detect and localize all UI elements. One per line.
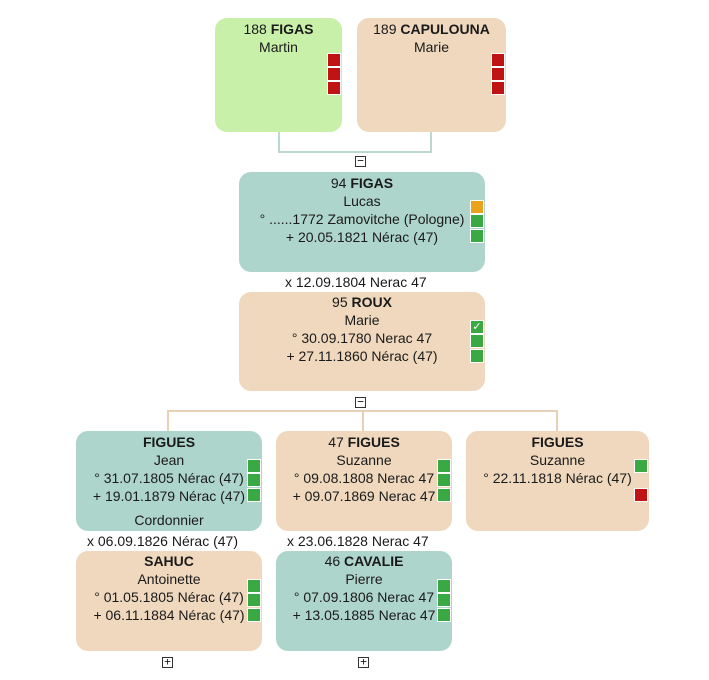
person-header: 47 FIGUES <box>276 433 452 451</box>
status-ok-icon[interactable] <box>247 579 261 593</box>
status-ok-icon[interactable] <box>470 214 484 228</box>
status-ok-icon[interactable] <box>437 473 451 487</box>
collapse-toggle-icon[interactable]: − <box>355 155 366 167</box>
connector-child2-up <box>362 410 364 431</box>
status-ok-icon[interactable] <box>437 593 451 607</box>
person-header: 46 CAVALIE <box>276 552 452 570</box>
person-header: 95 ROUX <box>239 293 485 311</box>
occupation: Cordonnier <box>134 512 204 528</box>
person-card-child-jean[interactable]: FIGUES Jean ° 31.07.1805 Nérac (47) + 19… <box>76 431 262 531</box>
status-ok-icon[interactable] <box>247 608 261 622</box>
status-ok-icon[interactable] <box>634 459 648 473</box>
person-header: SAHUC <box>76 552 262 570</box>
death-info: + 20.05.1821 Nérac (47) <box>285 229 439 245</box>
person-header: 188 FIGAS <box>215 20 342 38</box>
status-ok-icon[interactable] <box>437 579 451 593</box>
expand-toggle-icon[interactable]: + <box>358 656 369 668</box>
sosa-number: 94 <box>330 175 347 191</box>
given-name: Lucas <box>343 193 381 209</box>
given-name: Suzanne <box>336 452 392 468</box>
collapse-toggle-icon[interactable]: − <box>355 396 366 408</box>
status-ok-icon[interactable] <box>437 608 451 622</box>
expand-toggle-icon[interactable]: + <box>162 656 173 668</box>
person-header: 189 CAPULOUNA <box>357 20 506 38</box>
death-info: + 06.11.1884 Nérac (47) <box>93 607 245 623</box>
person-header: 94 FIGAS <box>239 174 485 192</box>
birth-info: ° 30.09.1780 Nerac 47 <box>291 330 433 346</box>
status-missing-icon[interactable] <box>327 81 341 95</box>
connector-child3-up <box>556 410 558 431</box>
death-info: + 13.05.1885 Nerac 47 <box>292 607 436 623</box>
status-ok-icon[interactable] <box>470 334 484 348</box>
surname: ROUX <box>351 294 392 310</box>
person-card-189[interactable]: 189 CAPULOUNA Marie <box>357 18 506 132</box>
person-card-46[interactable]: 46 CAVALIE Pierre ° 07.09.1806 Nerac 47 … <box>276 551 452 651</box>
person-card-47[interactable]: 47 FIGUES Suzanne ° 09.08.1808 Nerac 47 … <box>276 431 452 531</box>
birth-info: ° 09.08.1808 Nerac 47 <box>293 470 435 486</box>
status-verified-icon[interactable]: ✓ <box>470 320 484 334</box>
status-partial-icon[interactable] <box>470 200 484 214</box>
surname: FIGUES <box>531 434 584 450</box>
marriage-info: x 23.06.1828 Nerac 47 <box>287 533 429 549</box>
death-info: + 09.07.1869 Nerac 47 <box>292 488 436 504</box>
status-ok-icon[interactable] <box>247 459 261 473</box>
connector-189-down <box>430 132 432 152</box>
status-ok-icon[interactable] <box>470 349 484 363</box>
status-ok-icon[interactable] <box>247 473 261 487</box>
surname: CAVALIE <box>344 553 404 569</box>
marriage-info: x 06.09.1826 Nérac (47) <box>87 533 238 549</box>
status-ok-icon[interactable] <box>437 459 451 473</box>
death-info: + 27.11.1860 Nérac (47) <box>286 348 438 364</box>
sosa-number: 189 <box>373 21 397 37</box>
status-missing-icon[interactable] <box>491 81 505 95</box>
given-name: Marie <box>413 39 449 55</box>
surname: SAHUC <box>144 553 194 569</box>
person-header: FIGUES <box>76 433 262 451</box>
status-missing-icon[interactable] <box>634 488 648 502</box>
sosa-number: 95 <box>332 294 348 310</box>
status-ok-icon[interactable] <box>470 229 484 243</box>
birth-info: ° 07.09.1806 Nerac 47 <box>293 589 435 605</box>
birth-info: ° ......1772 Zamovitche (Pologne) <box>259 211 465 227</box>
sosa-number: 46 <box>324 553 341 569</box>
surname: FIGUES <box>142 434 196 450</box>
person-card-95[interactable]: 95 ROUX Marie ° 30.09.1780 Nerac 47 + 27… <box>239 292 485 391</box>
status-missing-icon[interactable] <box>491 53 505 67</box>
sosa-number: 47 <box>328 434 344 450</box>
status-ok-icon[interactable] <box>247 593 261 607</box>
person-card-94[interactable]: 94 FIGAS Lucas ° ......1772 Zamovitche (… <box>239 172 485 272</box>
surname: FIGUES <box>347 434 400 450</box>
given-name: Marie <box>344 312 380 328</box>
birth-info: ° 31.07.1805 Nérac (47) <box>94 470 244 486</box>
surname: FIGAS <box>270 21 314 37</box>
status-missing-icon[interactable] <box>327 53 341 67</box>
status-missing-icon[interactable] <box>327 67 341 81</box>
sosa-number: 188 <box>243 21 267 37</box>
person-card-child-suzanne[interactable]: FIGUES Suzanne ° 22.11.1818 Nérac (47) <box>466 431 649 531</box>
person-card-188[interactable]: 188 FIGAS Martin <box>215 18 342 132</box>
connector-188-down <box>278 132 280 152</box>
connector-parents-horizontal <box>278 151 432 153</box>
surname: FIGAS <box>350 175 394 191</box>
status-ok-icon[interactable] <box>437 488 451 502</box>
given-name: Pierre <box>345 571 383 587</box>
surname: CAPULOUNA <box>400 21 490 37</box>
connector-child1-up <box>167 410 169 431</box>
marriage-info: x 12.09.1804 Nerac 47 <box>285 274 427 290</box>
status-missing-icon[interactable] <box>491 67 505 81</box>
person-header: FIGUES <box>466 433 649 451</box>
given-name: Suzanne <box>529 452 586 468</box>
birth-info: ° 01.05.1805 Nérac (47) <box>94 589 244 605</box>
person-card-spouse-sahuc[interactable]: SAHUC Antoinette ° 01.05.1805 Nérac (47)… <box>76 551 262 651</box>
given-name: Jean <box>153 452 185 468</box>
birth-info: ° 22.11.1818 Nérac (47) <box>483 470 632 486</box>
given-name: Martin <box>259 39 298 55</box>
death-info: + 19.01.1879 Nérac (47) <box>92 488 246 504</box>
given-name: Antoinette <box>137 571 201 587</box>
status-ok-icon[interactable] <box>247 488 261 502</box>
